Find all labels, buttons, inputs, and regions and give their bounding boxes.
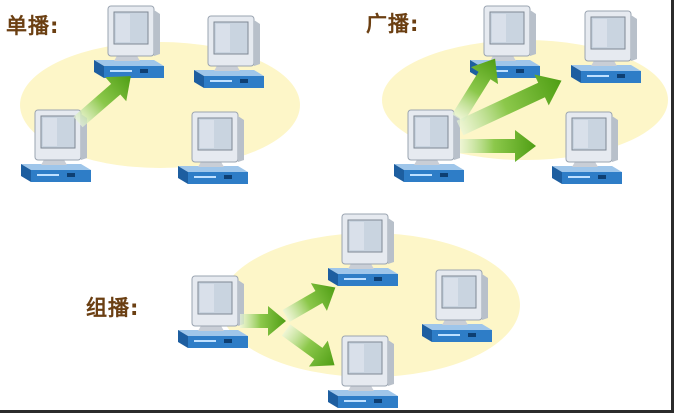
unicast-idle-computer-icon-2: [172, 106, 252, 188]
unicast-label: 单播:: [6, 14, 60, 38]
broadcast-target-computer-icon-2: [565, 5, 645, 87]
multicast-sender-computer-icon: [172, 270, 252, 352]
multicast-target-computer-icon-2: [322, 330, 402, 412]
broadcast-arrow-icon-1: [452, 58, 499, 122]
broadcast-arrow-icon-2: [456, 74, 562, 136]
broadcast-sender-computer-icon: [388, 104, 468, 186]
multicast-arrow-icon-1: [240, 306, 286, 336]
broadcast-target-computer-icon-3: [546, 106, 626, 188]
broadcast-label: 广播:: [366, 12, 420, 36]
unicast-arrow-icon: [73, 76, 131, 128]
unicast-target-computer-icon: [88, 0, 168, 82]
multicast-label: 组播:: [86, 296, 140, 320]
unicast-idle-computer-icon-1: [188, 10, 268, 92]
broadcast-arrow-icon-3: [460, 130, 536, 162]
multicast-idle-computer-icon: [416, 264, 496, 346]
multicast-arrow-icon-2: [282, 283, 336, 323]
unicast-sender-computer-icon: [15, 104, 95, 186]
multicast-target-computer-icon-1: [322, 208, 402, 290]
multicast-arrow-icon-3: [281, 324, 335, 367]
